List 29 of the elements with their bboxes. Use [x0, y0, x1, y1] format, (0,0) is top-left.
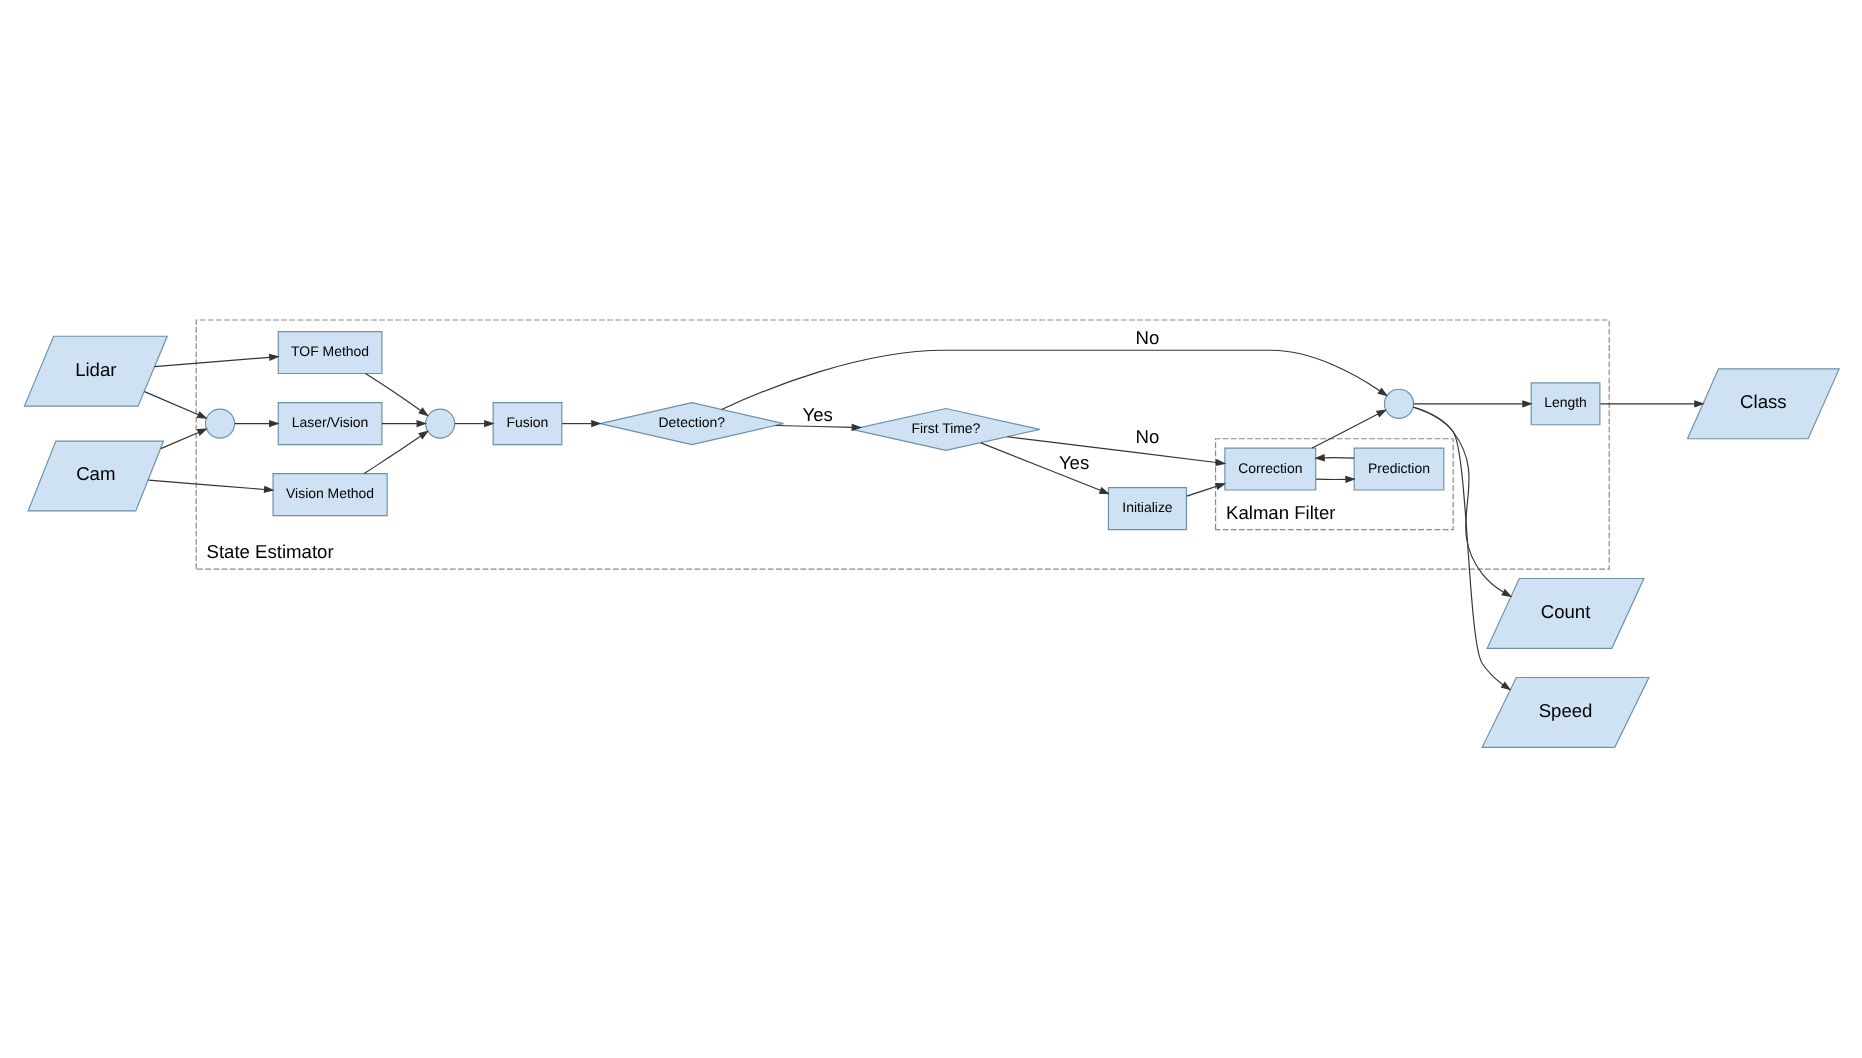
arrow [1411, 406, 1511, 691]
arrow [142, 391, 207, 419]
arrow [1005, 436, 1226, 467]
arrow [153, 353, 279, 368]
arrow [1314, 475, 1355, 484]
arrow [1310, 409, 1386, 449]
arrow [1185, 482, 1226, 497]
arrow [560, 419, 601, 428]
edge-label: Yes [1057, 452, 1089, 473]
edge-label: Yes [801, 405, 832, 426]
arrow [363, 372, 428, 417]
arrow [453, 419, 494, 428]
arrow [362, 430, 428, 475]
arrow [380, 419, 427, 428]
arrow [979, 442, 1109, 495]
arrow [146, 479, 274, 494]
arrow [720, 349, 1388, 411]
node-circle [1382, 388, 1414, 419]
edge-label: No [1134, 427, 1159, 448]
arrow [1598, 400, 1704, 408]
node-circle [424, 408, 455, 439]
arrow [773, 423, 862, 431]
arrow [1411, 406, 1512, 598]
edge-label: No [1134, 328, 1159, 349]
arrow [159, 428, 207, 450]
arrow [233, 419, 279, 428]
arrow [1412, 400, 1532, 408]
arrow [1313, 454, 1354, 462]
node-circle [203, 408, 235, 439]
